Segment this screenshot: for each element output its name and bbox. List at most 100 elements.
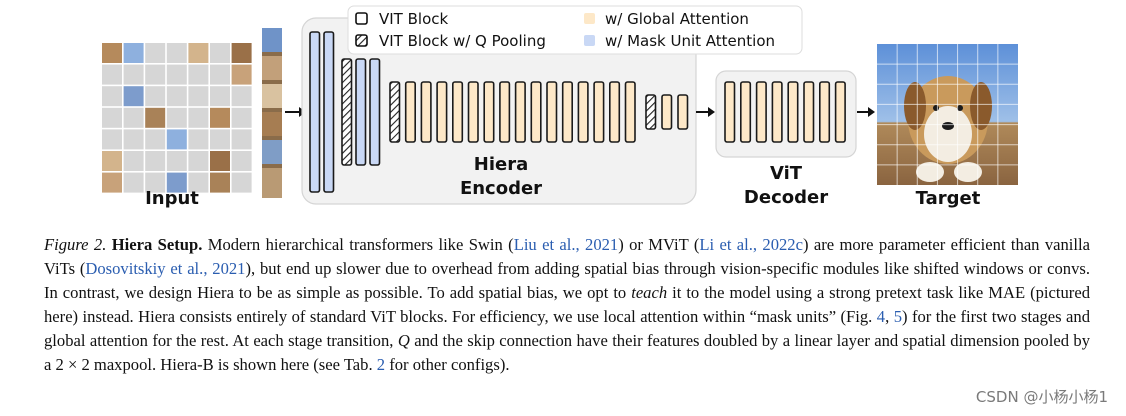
vit-block — [483, 81, 495, 143]
masked-patch — [123, 172, 144, 193]
visible-patch — [166, 172, 187, 193]
visible-patch — [210, 172, 230, 193]
mask-unit-attention-swatch-icon — [584, 35, 595, 46]
encoder-label-line2: Encoder — [460, 178, 542, 199]
visible-patch — [102, 43, 122, 63]
vit-block — [355, 58, 367, 166]
decoder-vit-block — [755, 81, 767, 143]
masked-patch — [123, 129, 144, 150]
vit-block-q-pooling — [645, 94, 657, 130]
visible-patch — [166, 129, 187, 150]
global-attention-swatch-icon — [584, 13, 595, 24]
decoder-vit-block — [803, 81, 815, 143]
citation-li-2022c[interactable]: Li et al., 2022c — [699, 235, 803, 254]
masked-patch — [210, 43, 230, 63]
visible-patch — [231, 64, 252, 85]
masked-patch — [123, 64, 144, 85]
vit-block — [451, 81, 464, 143]
citation-liu-2021[interactable]: Liu et al., 2021 — [513, 235, 619, 254]
legend-vit-block-q-pooling: VIT Block w/ Q Pooling — [379, 32, 546, 50]
vit-block-q-pooling-icon — [355, 34, 368, 47]
table-ref-2[interactable]: 2 — [376, 355, 386, 374]
visible-patch — [210, 151, 230, 171]
vit-block — [546, 81, 558, 143]
masked-patch — [145, 64, 166, 85]
masked-patch — [188, 151, 209, 171]
masked-patch — [166, 151, 187, 171]
vit-block — [530, 81, 542, 143]
masked-patch — [166, 64, 187, 85]
masked-patch — [188, 107, 209, 128]
arrow-to-decoder — [696, 107, 715, 117]
visible-patch — [123, 43, 144, 63]
masked-patch — [145, 86, 166, 107]
target-label: Target — [916, 188, 981, 209]
vit-block — [436, 81, 448, 143]
target-grid-lines — [877, 44, 1018, 185]
masked-patch — [145, 151, 166, 171]
masked-patch — [231, 151, 252, 171]
decoder-label-line2: Decoder — [744, 187, 828, 208]
vit-block — [309, 31, 321, 193]
masked-patch — [231, 172, 252, 193]
masked-patch — [210, 129, 230, 150]
vit-block-icon — [355, 12, 368, 25]
decoder-blocks — [724, 81, 846, 143]
vit-block — [499, 81, 511, 143]
vit-block — [514, 81, 526, 143]
visible-patch — [123, 86, 144, 107]
encoder-blocks — [309, 31, 689, 193]
watermark: CSDN @小杨小杨1 — [975, 388, 1108, 406]
masked-patch — [210, 64, 230, 85]
decoder-vit-block — [834, 81, 846, 143]
decoder-vit-block — [771, 81, 783, 143]
figure-caption: Figure 2. Hiera Setup. Modern hierarchic… — [44, 235, 1091, 374]
masked-patch — [188, 64, 209, 85]
masked-patch — [188, 129, 209, 150]
masked-patch — [123, 107, 144, 128]
masked-patch — [102, 64, 122, 85]
decoder-vit-block — [724, 81, 736, 143]
masked-patch — [188, 172, 209, 193]
vit-block — [561, 81, 574, 143]
vit-block — [577, 81, 589, 143]
masked-patch — [145, 43, 166, 63]
masked-patch — [102, 129, 122, 150]
masked-patch — [166, 107, 187, 128]
vit-block-q-pooling — [341, 58, 353, 166]
vit-block — [608, 81, 621, 143]
visible-patch — [231, 43, 252, 63]
legend-box — [347, 5, 803, 55]
decoder-vit-block — [787, 81, 799, 143]
legend-vit-block: VIT Block — [379, 10, 448, 28]
masked-patch — [102, 107, 122, 128]
masked-patch — [123, 151, 144, 171]
masked-patch — [166, 86, 187, 107]
token-strip — [262, 28, 282, 198]
visible-patch — [188, 43, 209, 63]
vit-block — [420, 81, 432, 143]
masked-patch — [145, 172, 166, 193]
figure-ref-5[interactable]: 5 — [893, 307, 902, 326]
masked-patch — [210, 86, 230, 107]
masked-patch — [102, 86, 122, 107]
visible-patch — [102, 151, 122, 171]
decoder-vit-block — [739, 81, 752, 143]
citation-dosovitskiy-2021[interactable]: Dosovitskiy et al., 2021 — [85, 259, 246, 278]
legend-global-attention: w/ Global Attention — [605, 10, 749, 28]
legend-mask-unit-attention: w/ Mask Unit Attention — [605, 32, 775, 50]
visible-patch — [145, 107, 166, 128]
figure-title: Hiera Setup. — [111, 235, 203, 254]
visible-patch — [210, 107, 230, 128]
target-image — [877, 44, 1018, 185]
decoder-vit-block — [818, 81, 831, 143]
vit-block-q-pooling — [389, 81, 401, 143]
figure-ref-4[interactable]: 4 — [876, 307, 886, 326]
masked-patch — [145, 129, 166, 150]
vit-block — [661, 94, 673, 130]
hiera-architecture-figure: Input Hiera Encoder VIT Block VIT Block … — [102, 5, 1018, 209]
masked-patch — [231, 107, 252, 128]
vit-block — [323, 31, 335, 193]
decoder-label-line1: ViT — [770, 163, 803, 184]
vit-block — [369, 58, 381, 166]
